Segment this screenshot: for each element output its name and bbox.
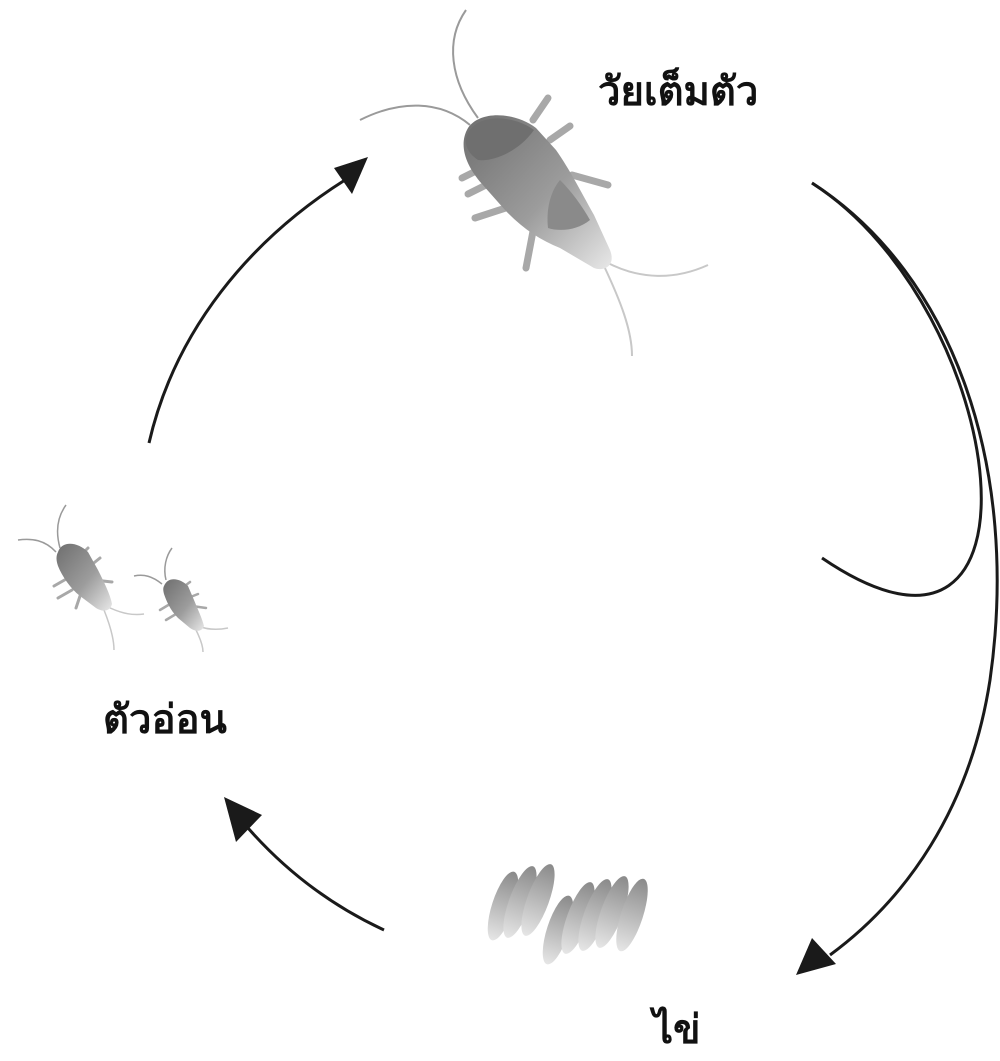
adult-tail-filaments — [604, 262, 708, 356]
arrow-nymph-to-adult-stroke — [149, 180, 345, 443]
adult-body — [464, 115, 612, 269]
adult-silverfish-illustration — [360, 10, 708, 356]
egg-cluster-illustration — [481, 861, 654, 968]
arrow-adult-to-egg-head — [796, 938, 836, 975]
adult-antenna — [360, 10, 478, 125]
stage-label-adult: วัยเต็มตัว — [598, 72, 758, 112]
nymph-silverfish-large-illustration — [18, 505, 144, 650]
stage-label-egg: ไข่ — [653, 1010, 700, 1050]
arrow-adult-to-egg — [812, 183, 981, 595]
arrow-right-curve — [812, 183, 857, 555]
arrow-egg-to-nymph-stroke — [248, 828, 384, 930]
stage-label-nymph: ตัวอ่อน — [103, 700, 227, 740]
arrow-adult-to-egg-line — [812, 183, 996, 675]
arrow-nymph-to-adult-head — [334, 157, 368, 194]
nymph-silverfish-small-illustration — [134, 548, 228, 652]
